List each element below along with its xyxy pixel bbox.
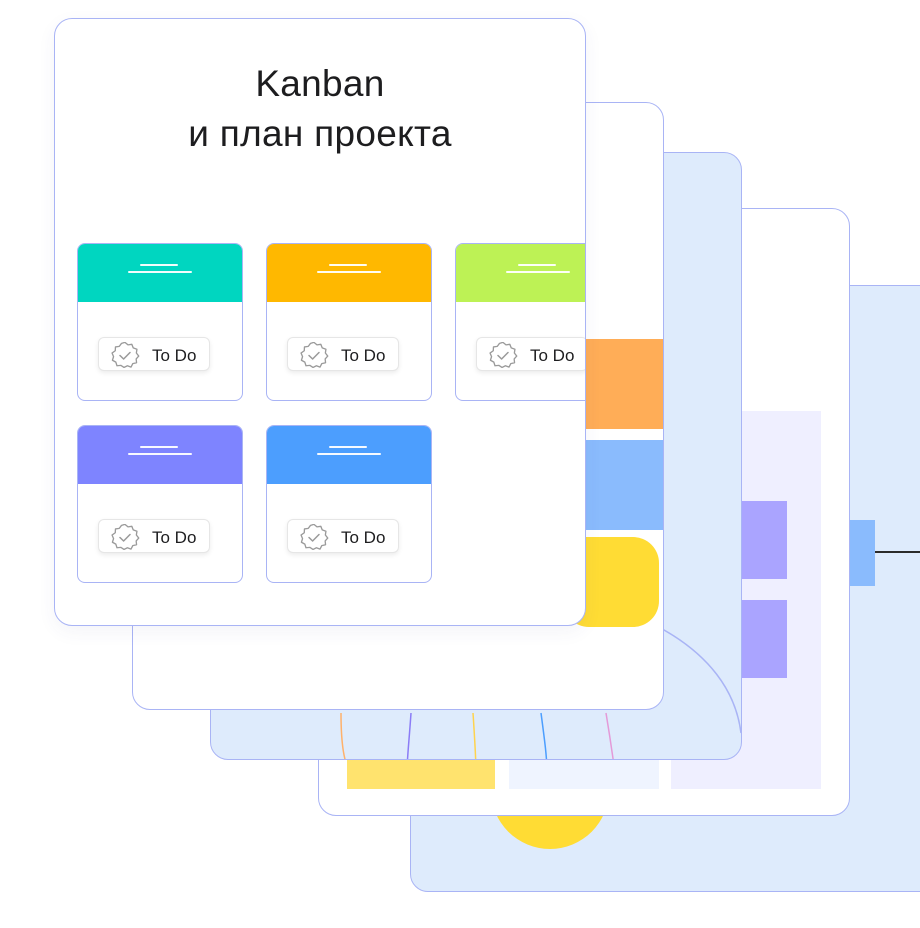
kanban-column-card: To Do — [455, 243, 585, 401]
card-color-header — [78, 244, 242, 302]
light-blue-block — [573, 440, 663, 530]
badge-check-icon — [111, 524, 140, 550]
todo-label: To Do — [530, 346, 575, 365]
kanban-column-card: To Do — [266, 243, 432, 401]
badge-check-icon — [300, 342, 329, 368]
badge-check-icon — [489, 342, 518, 368]
orange-block — [573, 339, 663, 429]
todo-label: To Do — [341, 528, 386, 547]
purple-sticky-note — [739, 501, 787, 579]
lavender-strip — [671, 757, 821, 789]
todo-label: To Do — [152, 346, 197, 365]
kanban-template-card[interactable]: Kanban и план проекта To Do To Do — [54, 18, 586, 626]
kanban-column-card: To Do — [266, 425, 432, 583]
todo-badge: To Do — [98, 519, 210, 553]
kanban-column-card: To Do — [77, 243, 243, 401]
blue-connector-block — [849, 520, 875, 586]
todo-badge: To Do — [98, 337, 210, 371]
todo-badge: To Do — [287, 337, 399, 371]
pale-blue-strip — [509, 757, 659, 789]
card-title: Kanban и план проекта — [55, 59, 585, 159]
card-color-header — [78, 426, 242, 484]
badge-check-icon — [111, 342, 140, 368]
badge-check-icon — [300, 524, 329, 550]
yellow-strip — [347, 757, 495, 789]
card-color-header — [267, 426, 431, 484]
mindmap-curves — [340, 622, 741, 759]
todo-badge: To Do — [287, 519, 399, 553]
purple-sticky-note — [739, 600, 787, 678]
connector-line — [875, 551, 920, 553]
card-color-header — [267, 244, 431, 302]
todo-label: To Do — [341, 346, 386, 365]
todo-badge: To Do — [476, 337, 585, 371]
todo-label: To Do — [152, 528, 197, 547]
card-color-header — [456, 244, 585, 302]
title-line-1: Kanban — [255, 63, 385, 104]
title-line-2: и план проекта — [188, 113, 452, 154]
kanban-column-card: To Do — [77, 425, 243, 583]
